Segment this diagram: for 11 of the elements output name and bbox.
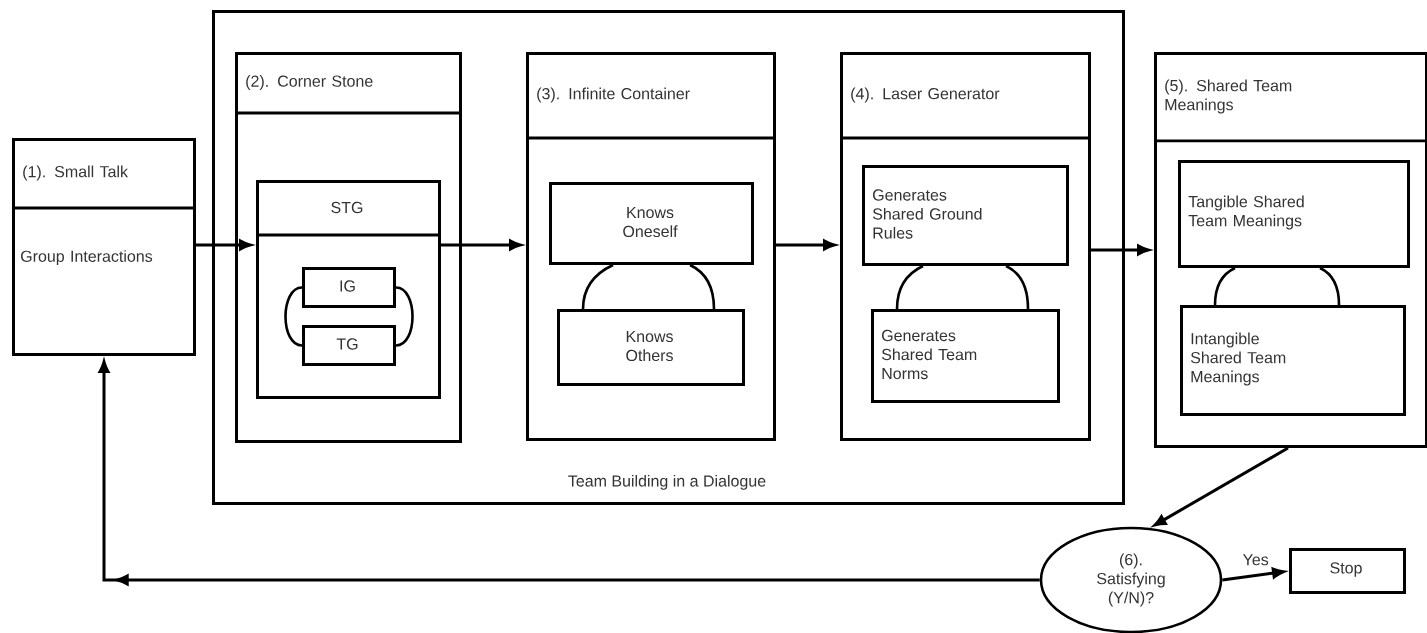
process-box: (1). Small Talk Group Interactions <box>12 138 196 356</box>
process-box: Tangible Shared Team Meanings <box>1178 160 1410 268</box>
process-box: Knows Others <box>557 309 745 386</box>
process-box: Knows Oneself <box>549 182 754 265</box>
process-box: TG <box>302 325 396 366</box>
process-box: Generates Shared Team Norms <box>871 309 1060 403</box>
process-box: IG <box>302 267 396 308</box>
process-box: Intangible Shared Team Meanings <box>1180 305 1406 416</box>
terminal-box: Stop <box>1289 548 1406 594</box>
edge-label: Yes <box>1241 553 1270 567</box>
process-box: Generates Shared Ground Rules <box>862 165 1069 266</box>
